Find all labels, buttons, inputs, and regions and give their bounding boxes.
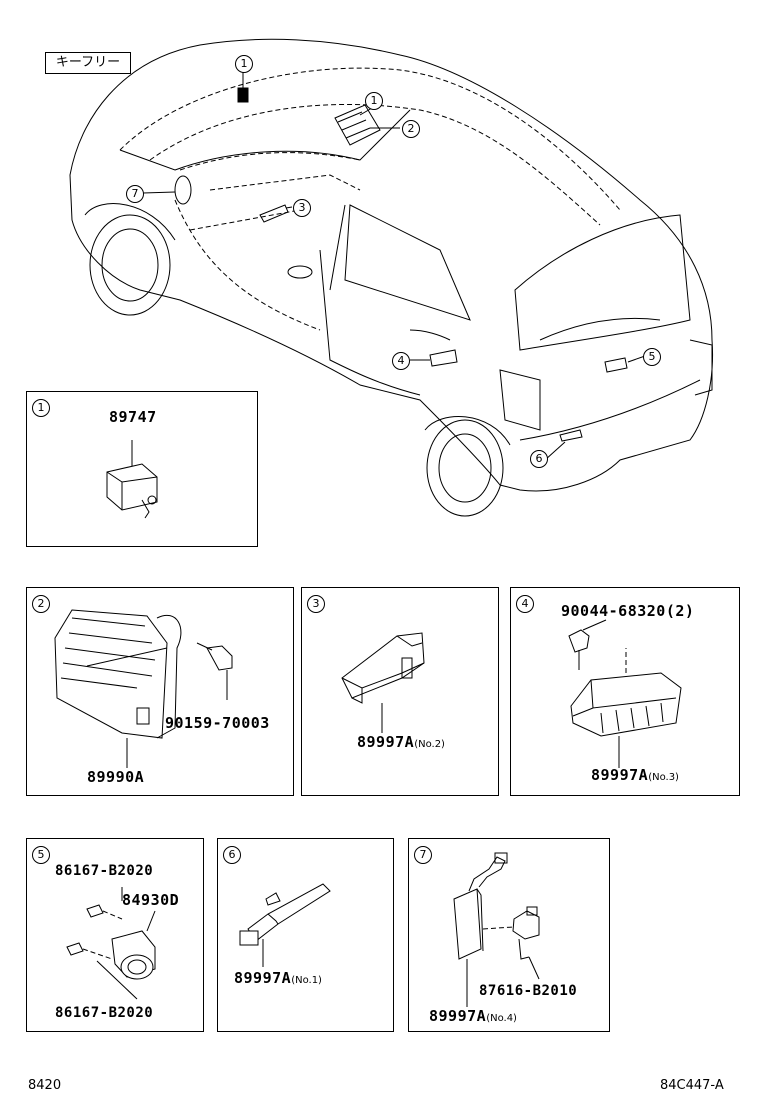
panel-1-number: 1 (32, 399, 50, 417)
panel-3-number: 3 (307, 595, 325, 613)
footer-left-code: 8420 (28, 1078, 62, 1093)
callout-3[interactable]: 3 (293, 199, 311, 217)
keyfree-tag: キーフリー (45, 52, 131, 74)
part-86167-B2020-bottom[interactable]: 86167-B2020 (55, 1005, 154, 1021)
panel-5: 5 86167-B2020 84930D 86167-B2020 (26, 838, 204, 1032)
part-89747[interactable]: 89747 (109, 408, 157, 426)
antenna-no1-drawing (239, 883, 331, 967)
part-number: 89997A (234, 969, 292, 987)
callout-1[interactable]: 1 (235, 55, 253, 73)
antenna-no4-drawing (453, 852, 540, 1007)
part-86167-B2020-top[interactable]: 86167-B2020 (55, 863, 154, 879)
part-90044-68320[interactable]: 90044-68320(2) (561, 602, 695, 620)
antenna-no3-drawing (568, 619, 682, 768)
part-note: (No.1) (291, 975, 322, 986)
panel-2: 2 90159-70003 89990A (26, 587, 294, 796)
part-number: 89997A (429, 1007, 487, 1025)
part-89997A-no1[interactable]: 89997A(No.1) (234, 969, 322, 987)
panel-7: 7 87616-B2010 89997A(No.4) (408, 838, 610, 1032)
callout-2[interactable]: 2 (402, 120, 420, 138)
panel-7-number: 7 (414, 846, 432, 864)
switch-drawing (66, 887, 156, 1000)
part-note: (No.3) (648, 772, 679, 783)
panel-4-number: 4 (516, 595, 534, 613)
panel-6: 6 89997A(No.1) (217, 838, 394, 1032)
part-87616-B2010[interactable]: 87616-B2010 (479, 983, 578, 999)
part-number: 89997A (357, 733, 415, 751)
part-89997A-no2[interactable]: 89997A(No.2) (357, 733, 445, 751)
part-note: (No.4) (486, 1013, 517, 1024)
part-84930D[interactable]: 84930D (122, 891, 180, 909)
part-89997A-no3[interactable]: 89997A(No.3) (591, 766, 679, 784)
part-number: 89997A (591, 766, 649, 784)
panel-4: 4 90044-68320(2) 89997A(No.3) (510, 587, 740, 796)
callout-7[interactable]: 7 (126, 185, 144, 203)
part-90159-70003[interactable]: 90159-70003 (165, 714, 270, 732)
panel-2-number: 2 (32, 595, 50, 613)
callout-6[interactable]: 6 (530, 450, 548, 468)
part-89997A-no4[interactable]: 89997A(No.4) (429, 1007, 517, 1025)
panel-5-number: 5 (32, 846, 50, 864)
callout-4[interactable]: 4 (392, 352, 410, 370)
antenna-no2-drawing (341, 632, 425, 733)
part-89990A[interactable]: 89990A (87, 768, 145, 786)
callout-1-lower[interactable]: 1 (365, 92, 383, 110)
car-illustration (69, 38, 714, 517)
ecu-drawing (54, 609, 233, 768)
footer-right-code: 84C447-A (660, 1078, 724, 1093)
relay-drawing (106, 440, 158, 519)
callout-5[interactable]: 5 (643, 348, 661, 366)
panel-3: 3 89997A(No.2) (301, 587, 499, 796)
part-note: (No.2) (414, 739, 445, 750)
panel-6-number: 6 (223, 846, 241, 864)
panel-1: 1 89747 (26, 391, 258, 547)
